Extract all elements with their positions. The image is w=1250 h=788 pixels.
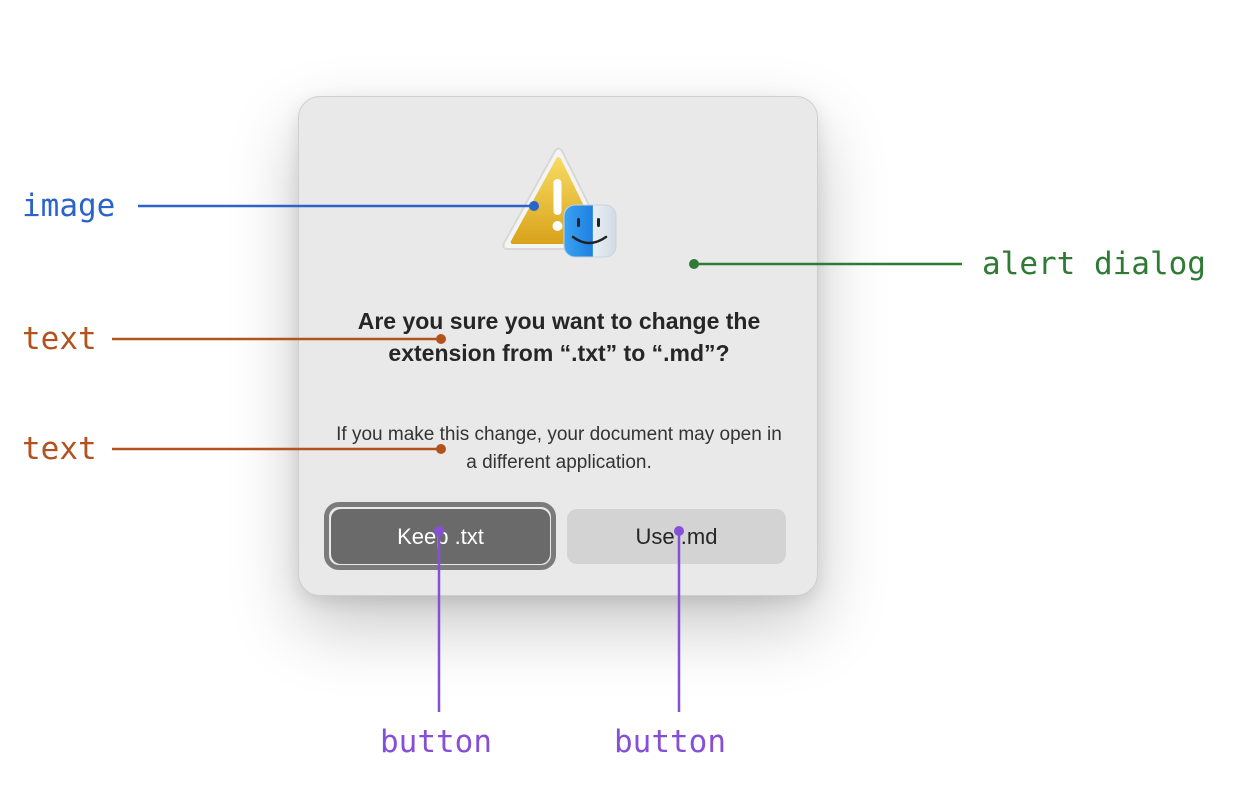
message-text-callout-label: text xyxy=(22,431,97,467)
alert-dialog-callout-label: alert dialog xyxy=(982,246,1206,282)
finder-icon xyxy=(563,204,617,258)
alert-message: If you make this change, your document m… xyxy=(336,424,782,473)
title-text-callout-label: text xyxy=(22,321,97,357)
alert-title: Are you sure you want to change the exte… xyxy=(357,308,761,366)
warning-triangle-icon xyxy=(502,147,617,258)
title-text-callout-line xyxy=(112,334,446,344)
keep-button-callout-label: button xyxy=(380,724,492,760)
alert-dialog-callout-line xyxy=(689,259,962,269)
alert-dialog: Are you sure you want to change the exte… xyxy=(298,96,818,596)
use-button-callout-line xyxy=(674,526,684,712)
use-button-callout-label: button xyxy=(614,724,726,760)
keep-txt-button[interactable]: Keep .txt xyxy=(331,509,550,564)
image-callout-line xyxy=(138,201,539,211)
image-callout-label: image xyxy=(22,188,116,224)
keep-button-callout-line xyxy=(434,526,444,712)
message-text-callout-line xyxy=(112,444,446,454)
